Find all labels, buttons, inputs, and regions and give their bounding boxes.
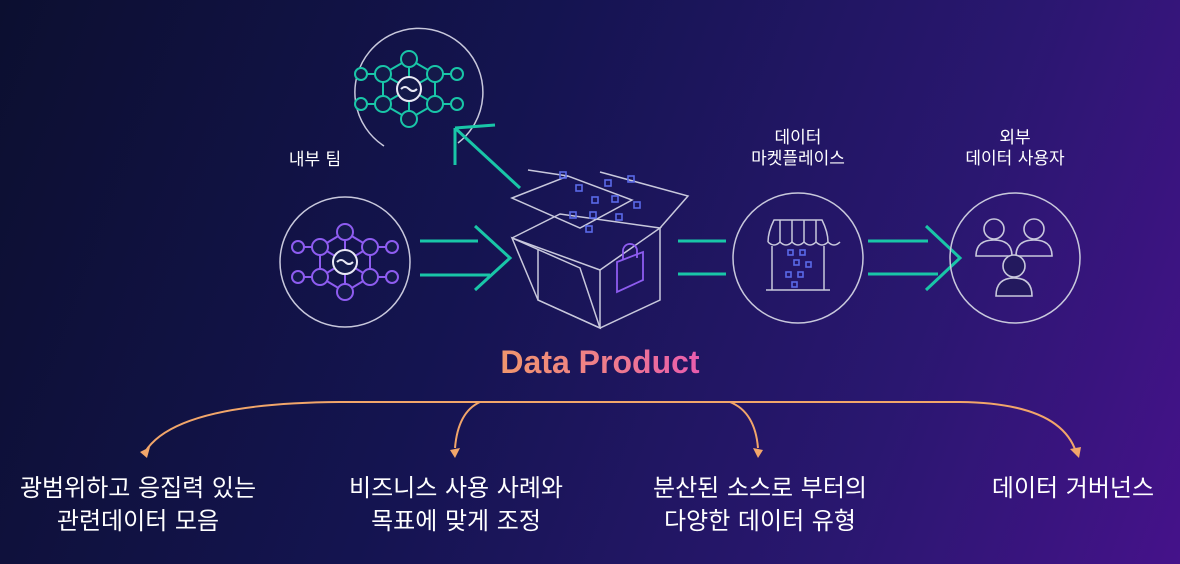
data-blocks [559,171,641,233]
benefit-2: 비즈니스 사용 사례와 목표에 맞게 조정 [349,474,563,536]
benefit-arrowheads [140,447,1081,458]
arrow-to-external-users [868,224,963,292]
label-external-users: 외부 데이터 사용자 [965,128,1065,170]
arrow-to-data-product [420,224,513,292]
benefit-1: 광범위하고 응집력 있는 관련데이터 모음 [19,474,257,536]
users-icon [949,192,1081,324]
benefit-branches [144,401,1077,453]
storefront-icon [732,192,864,324]
benefit-3: 분산된 소스로 부터의 다양한 데이터 유형 [653,474,867,536]
benefit-4: 데이터 거버넌스 [991,474,1155,502]
label-marketplace: 데이터 마켓플레이스 [751,128,845,170]
lock-icon [616,243,644,294]
diagram-title: Data Product [440,344,760,381]
connector-box-marketplace [678,239,726,276]
network-purple-icon [279,196,411,328]
label-internal-team: 내부 팀 [288,150,342,170]
open-box-icon [510,169,690,330]
network-teal-icon [354,27,484,147]
